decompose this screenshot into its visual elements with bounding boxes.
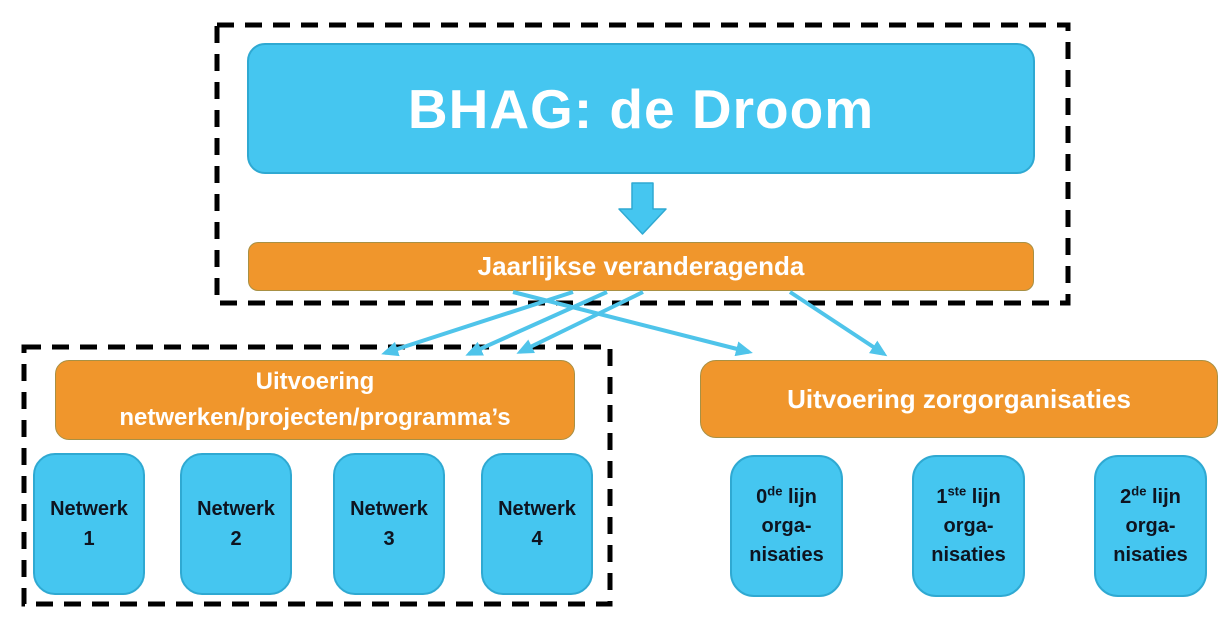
- org-box-0de-lijn: 0de lijn orga- nisaties: [730, 455, 843, 597]
- org-0-line1: 0de lijn: [756, 482, 817, 508]
- down-arrow-icon: [618, 182, 667, 235]
- uitvoering-netwerken-header: Uitvoering netwerken/projecten/programma…: [55, 360, 575, 440]
- netwerk-box-2: Netwerk 2: [180, 453, 292, 595]
- org-0-superscript: de: [767, 482, 783, 498]
- connector-arrows: [381, 290, 888, 357]
- netwerk-4-name: Netwerk: [498, 498, 576, 520]
- org-1-line2: orga-: [943, 514, 994, 537]
- org-2-superscript: de: [1131, 482, 1147, 498]
- org-0-line2: orga-: [761, 514, 812, 537]
- netwerk-1-number: 1: [83, 528, 95, 550]
- connector-arrow-1: [381, 290, 574, 357]
- connector-arrow-4: [512, 290, 753, 357]
- netwerk-box-3: Netwerk 3: [333, 453, 445, 595]
- org-2-line1: 2de lijn: [1120, 482, 1181, 508]
- bhag-dream-box: BHAG: de Droom: [247, 43, 1035, 174]
- netwerk-3-number: 3: [383, 528, 395, 550]
- veranderagenda-label: Jaarlijkse veranderagenda: [477, 251, 805, 281]
- org-1-superscript: ste: [947, 482, 967, 498]
- uitvoering-netwerken-line2: netwerken/projecten/programma’s: [119, 404, 511, 431]
- org-0-line3: nisaties: [749, 543, 824, 566]
- org-box-2de-lijn: 2de lijn orga- nisaties: [1094, 455, 1207, 597]
- netwerk-4-number: 4: [531, 528, 543, 550]
- netwerk-box-4: Netwerk 4: [481, 453, 593, 595]
- uitvoering-netwerken-line1: Uitvoering: [255, 368, 375, 395]
- netwerk-2-name: Netwerk: [197, 498, 275, 520]
- bhag-dream-title: BHAG: de Droom: [407, 77, 875, 140]
- netwerk-1-name: Netwerk: [50, 498, 128, 520]
- uitvoering-zorgorganisaties-header: Uitvoering zorgorganisaties: [700, 360, 1218, 438]
- connector-arrow-2: [465, 290, 608, 356]
- org-box-1ste-lijn: 1ste lijn orga- nisaties: [912, 455, 1025, 597]
- org-2-line3: nisaties: [1113, 543, 1188, 566]
- veranderagenda-box: Jaarlijkse veranderagenda: [248, 242, 1034, 291]
- netwerk-3-name: Netwerk: [350, 498, 428, 520]
- uitvoering-zorgorganisaties-label: Uitvoering zorgorganisaties: [787, 383, 1131, 414]
- org-2-line2: orga-: [1125, 514, 1176, 537]
- netwerk-box-1: Netwerk 1: [33, 453, 145, 595]
- org-1-line1: 1ste lijn: [936, 482, 1001, 508]
- connector-arrow-5: [788, 290, 888, 357]
- org-1-line3: nisaties: [931, 543, 1006, 566]
- connector-arrow-3: [516, 290, 644, 354]
- netwerk-2-number: 2: [230, 528, 242, 550]
